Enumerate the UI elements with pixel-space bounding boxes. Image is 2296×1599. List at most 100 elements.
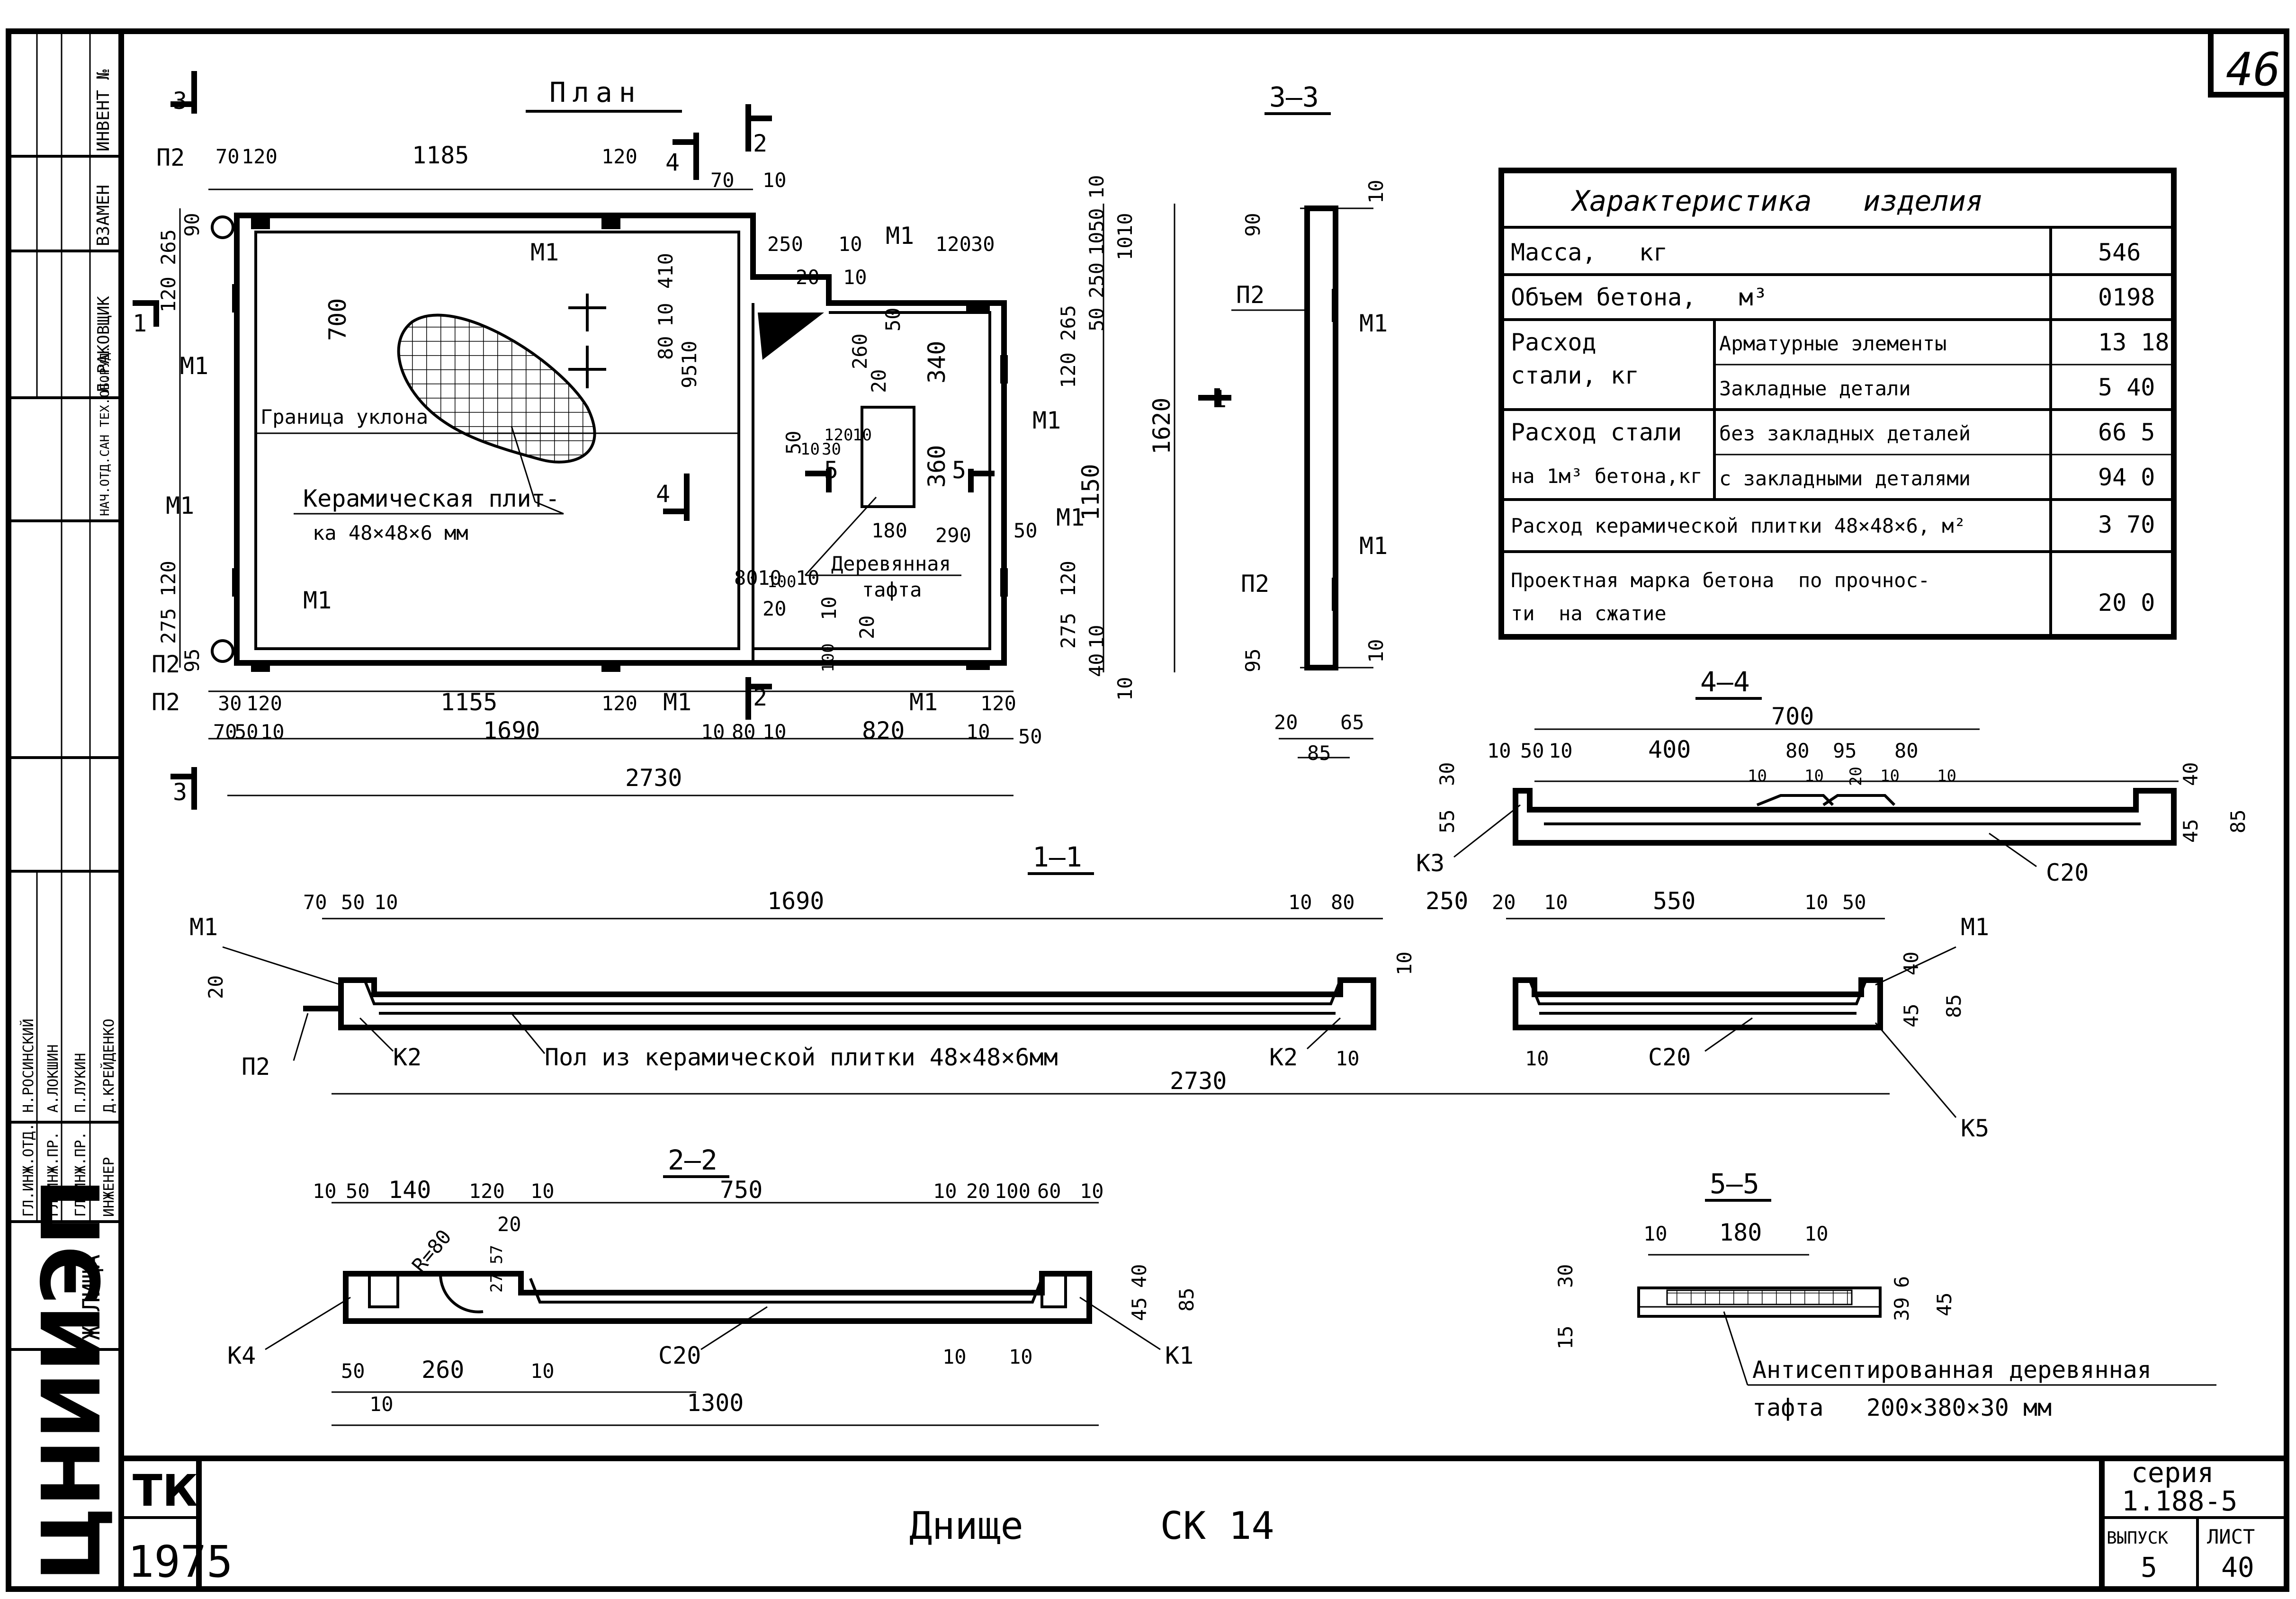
s33-dim-7: 85 [1307,741,1331,765]
s44-dim-2: 50 [1520,739,1544,762]
s44-c20: С20 [2046,859,2089,886]
plan-dim-inner-26: 30 [822,440,841,459]
plan-dim-top-10: 10 [843,266,867,289]
plan-dim-top-3: 1185 [412,142,469,169]
s33-p2-bottom: П2 [1241,570,1269,598]
plan-view: План [133,71,1231,810]
s44-dim-6: 95 [1833,739,1857,762]
stamp-name-4: Д.КРЕЙДЕНКО [100,1018,117,1113]
title-year: 1975 [128,1536,233,1587]
plan-dim-left-5: 275 [157,608,180,644]
s11-dim-side-6: 85 [1942,994,1965,1018]
s55-dim-3: 10 [1804,1222,1829,1245]
plan-dim-top-8: 10 [838,232,862,256]
plan-slope-label: Граница уклона [260,405,428,429]
plan-dim-inner-27: 10 [852,426,872,445]
s44-dim-14: 55 [1435,809,1459,833]
s55-label-2: тафта 200×380×30 мм [1752,1394,2052,1421]
plan-dim-inner-10: 340 [923,341,951,384]
plan-dim-inner-11: 360 [923,445,951,488]
section-4-4: 4–4 700 10 50 10 400 80 95 80 10 10 20 1… [1416,666,2250,886]
s22-radius: R=80 [407,1225,456,1277]
s44-dim-4: 400 [1648,736,1691,763]
plan-ceramic-label-1: Керамическая плит- [303,485,560,512]
s22-dim-side-2: 27 [487,1273,506,1293]
s22-dim-bot-1: 50 [341,1359,365,1383]
plan-title: План [549,76,642,108]
sheet-value: 40 [2221,1551,2254,1583]
plan-dim-inner-15: 80 [734,566,758,590]
s22-dim-top-2: 50 [346,1179,370,1203]
s11-dim-12: 50 [1842,891,1866,914]
s11-k2-right: К2 [1269,1044,1298,1071]
issue-value: 5 [2141,1551,2157,1583]
s33-title: 3–3 [1269,81,1319,113]
s55-dim-7: 6 [1890,1276,1913,1288]
row-concrete-label-2: ти на сжатие [1511,602,1667,625]
s22-dim-top-4: 120 [469,1179,505,1203]
sheet-label: ЛИСТ [2207,1525,2255,1548]
plan-p2-2: П2 [152,651,180,678]
row-mass-label: Масса, кг [1511,239,1668,266]
cut-1-left: 1 [133,310,147,337]
s22-dim-top-6: 750 [720,1176,762,1204]
s11-title: 1–1 [1032,841,1082,873]
section-1-1: 1–1 70 50 10 1690 10 80 250 20 10 550 10… [189,841,1989,1142]
plan-dim-inner-19: 20 [762,597,787,620]
s22-dim-side-3: 57 [487,1245,506,1264]
s33-p2-top: П2 [1236,281,1265,309]
row-no-embedded-label: без закладных деталей [1719,422,1971,445]
plan-dim-inner-16: 10 [758,566,782,590]
cut-2-top: 2 [753,130,767,157]
group-steel-2: Расход стали [1511,419,1682,446]
s33-m1-bottom: М1 [1359,532,1388,560]
row-rebar-label: Арматурные элементы [1719,332,1946,355]
plan-dim-inner-12: 180 [871,519,907,542]
plan-dim-inner-2: 410 [654,253,677,289]
cut-5-left: 5 [824,456,838,484]
row-embedded-value: 5 40 [2098,374,2155,401]
plan-dim-left-6: 95 [180,648,204,672]
row-mass-value: 546 [2098,239,2141,266]
plan-dim-top-2: 120 [242,145,278,168]
plan-dim-inner-18: 10 [796,566,820,590]
plan-dim-inner-5: 10 [678,340,701,365]
side-stamp-frame [6,28,124,1592]
plan-dim-right-5: 10 [1113,213,1137,237]
plan-dim-top-5: 70 [710,169,735,192]
s22-dim-side-1: 20 [497,1213,521,1236]
s33-m1-top: М1 [1359,310,1388,337]
s22-dim-top-8: 20 [966,1179,990,1203]
row-tile-label: Расход керамической плитки 48×48×6, м² [1511,514,1966,537]
s44-title: 4–4 [1700,666,1750,698]
s11-k2-left: К2 [393,1044,422,1071]
s44-dim-total: 700 [1771,703,1814,730]
issue-label: ВЫПУСК [2107,1528,2168,1548]
stamp-institute: ЦНИИЭП [25,1178,119,1581]
title-code: ТК [133,1465,198,1516]
plan-dim-inner-3: 10 [654,303,677,327]
s22-dim-top-7: 10 [933,1179,957,1203]
s22-dim-bot-total: 1300 [687,1389,744,1417]
s44-dim-12: 10 [1937,767,1956,786]
plan-dim-right-16: 1620 [1148,398,1175,455]
plan-m1-3: М1 [180,352,208,380]
sheet-number: 46 [2226,43,2281,96]
s22-dim-top-10: 60 [1037,1179,1061,1203]
cut-3-top: 3 [173,87,187,115]
stamp-name-3: П.ЛУКИН [72,1053,89,1113]
s22-dim-bot-6: 10 [369,1393,394,1416]
s33-dim-6: 65 [1340,711,1364,734]
s22-dim-bot-2: 260 [422,1356,464,1384]
s22-dim-bot-5: 10 [1009,1345,1033,1368]
stamp-role-4: ИНЖЕНЕР [101,1157,117,1217]
plan-dim-inner-6: 95 [678,364,701,388]
plan-m1-7: М1 [303,587,332,614]
series-label: серия [2131,1456,2214,1489]
s11-m1-right: М1 [1961,913,1989,941]
stamp-role-3: ГЛ.ИНЖ.ПР. [72,1131,89,1217]
row-with-embedded-value: 94 0 [2098,464,2155,491]
s55-dim-1: 10 [1643,1222,1668,1245]
s22-dim-top-1: 10 [313,1179,337,1203]
s11-dim-8: 20 [1492,891,1516,914]
